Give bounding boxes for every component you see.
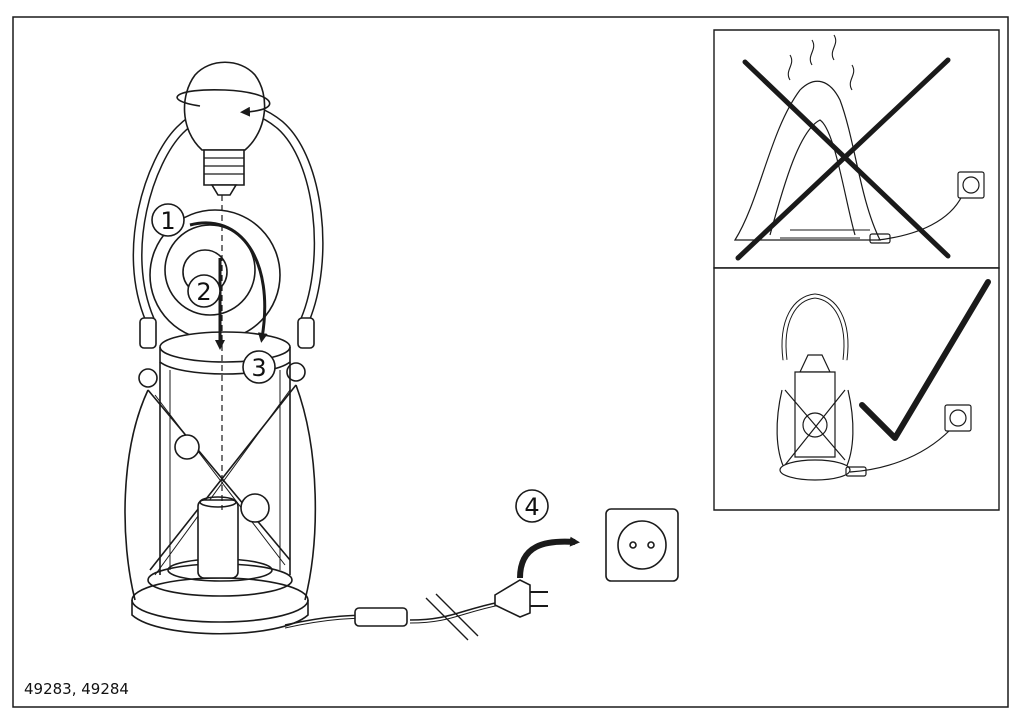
arrow-step-3	[190, 223, 268, 343]
light-bulb	[185, 62, 265, 150]
step-number-3: 3	[251, 354, 266, 382]
plug-in-arrow	[520, 536, 580, 578]
covered-lantern	[735, 35, 984, 243]
cord-switch	[355, 608, 407, 626]
product-code: 49283, 49284	[24, 680, 129, 698]
bulb-socket	[198, 500, 238, 578]
step-marker-3	[243, 351, 275, 383]
panel-correct	[714, 268, 999, 510]
step-number-2: 2	[196, 278, 211, 306]
warning-wall-socket	[958, 172, 984, 198]
step-marker-1	[152, 204, 184, 236]
heat-waves	[788, 35, 853, 90]
power-plug	[495, 580, 530, 617]
rotate-arrow	[177, 90, 270, 117]
correct-lantern	[777, 296, 971, 480]
step-marker-2	[188, 275, 220, 307]
checkmark-icon	[862, 282, 988, 438]
lantern-base	[132, 578, 308, 622]
step-number-1: 1	[160, 207, 175, 235]
sheet-border	[13, 17, 1008, 707]
usage-panels	[714, 30, 999, 510]
wall-socket	[606, 509, 678, 581]
step-number-4: 4	[524, 493, 539, 521]
lantern-glass	[160, 362, 290, 575]
lantern-illustration	[125, 62, 580, 640]
correct-wall-socket	[945, 405, 971, 431]
step-marker-4	[516, 490, 548, 522]
lantern-cage	[125, 385, 315, 600]
step-markers	[152, 204, 548, 522]
cross-icon	[738, 60, 948, 258]
